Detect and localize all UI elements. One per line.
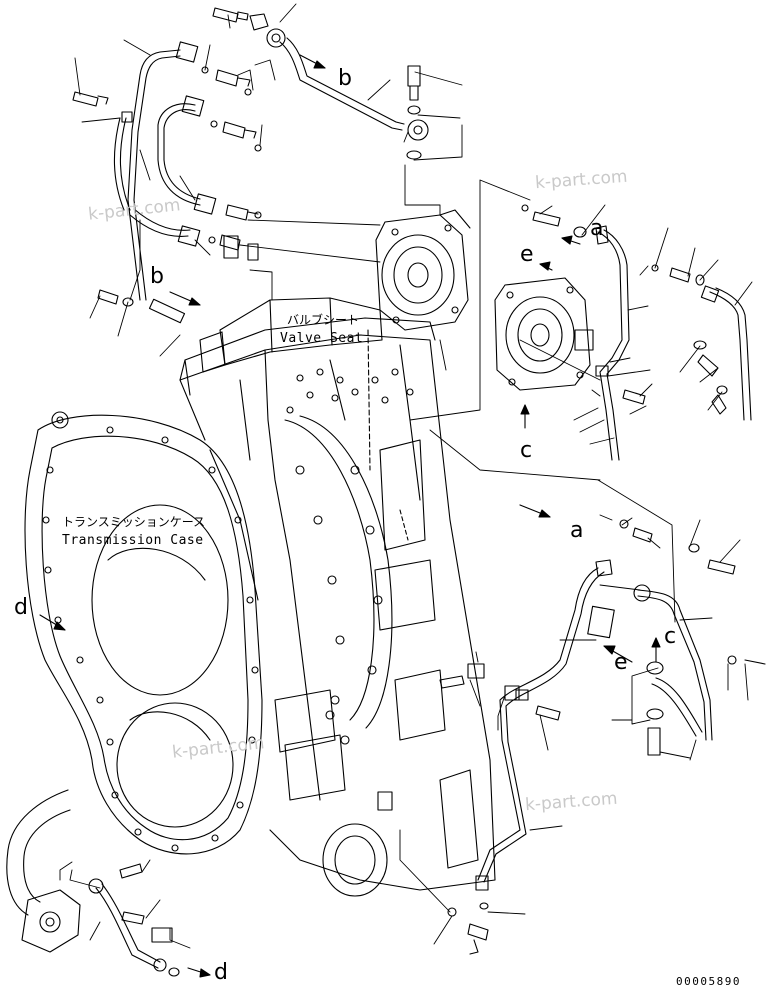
- hose-d: [6, 789, 167, 972]
- drawing-code: 00005890: [676, 975, 741, 988]
- leader-lines: [59, 3, 753, 949]
- fittings: [72, 7, 766, 977]
- ref-letter-a-lower: a: [570, 518, 584, 543]
- ref-letter-b-mid: b: [150, 264, 164, 289]
- valve-cover-left: [375, 209, 471, 331]
- ref-letter-b-top: b: [338, 66, 352, 91]
- transmission-case-en-label: Transmission Case: [62, 533, 204, 548]
- transmission-case-jp-label: トランスミッションケース: [62, 515, 206, 529]
- pipe-right-upper: [700, 285, 752, 421]
- ref-letter-a-top: a: [590, 216, 604, 241]
- ref-letter-e-lower: e: [614, 650, 628, 675]
- pipes-upper-left: [113, 41, 217, 301]
- ref-letter-e-top: e: [520, 242, 534, 267]
- ref-letter-d-bottom: d: [214, 960, 228, 985]
- ref-letter-c-lower: c: [664, 624, 677, 649]
- valve-seat-jp-label: バルブシート: [287, 313, 360, 327]
- direction-arrows: [39, 54, 661, 978]
- pipe-c: [633, 584, 713, 741]
- valve-cover-right: [494, 277, 594, 391]
- ref-letter-c-top: c: [520, 438, 533, 463]
- valve-seat-en-label: Valve Seat: [280, 331, 364, 346]
- pipe-a: [595, 225, 630, 461]
- pipe-b: [266, 28, 429, 141]
- pipe-e: [475, 559, 613, 891]
- ref-letter-d-left: d: [14, 595, 28, 620]
- transmission-case: [24, 297, 496, 897]
